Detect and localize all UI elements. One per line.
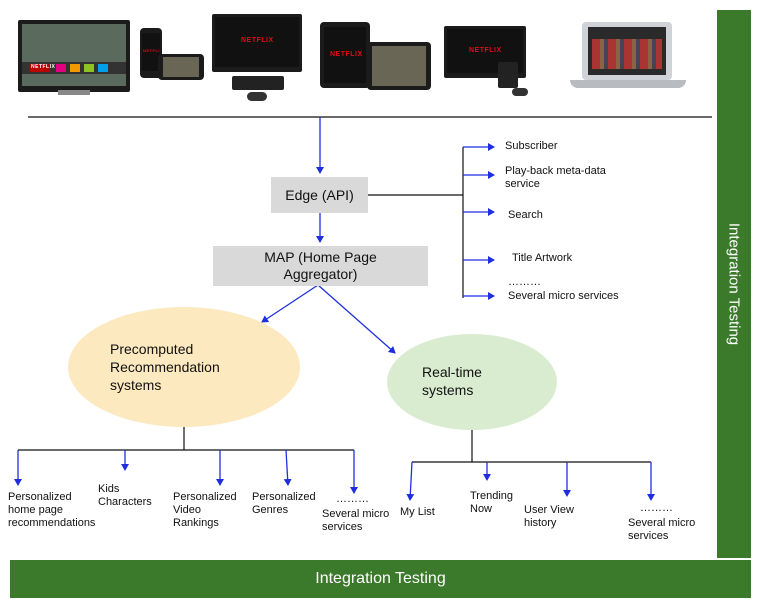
integration-testing-band-bottom: Integration Testing (10, 560, 751, 598)
laptop-base (570, 80, 686, 88)
service-subscriber: Subscriber (505, 140, 558, 152)
brand-label: NETFLIX (469, 47, 502, 54)
tablet-landscape-image (367, 42, 431, 90)
brand-label: NETFLIX (241, 37, 274, 44)
integration-testing-right-label: Integration Testing (725, 222, 743, 346)
tv-console-image: NETFLIX (212, 14, 302, 72)
service-playback-metadata: Play-back meta-data service (505, 165, 606, 190)
child-personalized-home-page: Personalized home page recommendations (8, 491, 96, 529)
arrow-my-list (406, 461, 415, 501)
brand-label: NETFLIX (31, 64, 56, 70)
arrow-genres (283, 449, 292, 486)
service-title-artwork: Title Artwork (512, 252, 573, 264)
laptop-image (582, 22, 672, 80)
child-realtime-ellipsis: ……… (640, 502, 673, 514)
map-aggregator-box: MAP (Home Page Aggregator) (213, 246, 428, 286)
child-personalized-video-rankings: Personalized Video Rankings (173, 491, 237, 529)
integration-testing-band-right: Integration Testing (717, 10, 751, 558)
controller-image (247, 92, 267, 101)
playstation-image (498, 62, 518, 88)
service-ellipsis: ……… (508, 276, 541, 288)
console-image (232, 76, 284, 90)
child-realtime-several-micro-services: Several micro services (628, 517, 696, 542)
brand-label: NETFLIX (330, 51, 363, 58)
playstation-controller-image (512, 88, 528, 96)
child-my-list: My List (400, 506, 435, 518)
tablet-image: NETFLIX (320, 22, 370, 88)
child-several-micro-services: Several micro services (322, 508, 390, 533)
precomputed-ellipse (68, 307, 300, 427)
realtime-label: Real-time systems (422, 364, 482, 398)
service-several-micro: Several micro services (508, 290, 619, 302)
child-trending-now: Trending Now (470, 490, 514, 515)
arrow-to-realtime (317, 284, 396, 354)
phone-image: NETFLIX (140, 28, 162, 78)
phone-landscape-image (158, 54, 204, 80)
child-ellipsis: ……… (336, 493, 369, 505)
child-user-view-history: User View history (524, 504, 574, 529)
arrow-to-precomputed (261, 284, 319, 323)
integration-testing-bottom-label: Integration Testing (315, 570, 446, 587)
precomputed-label: Precomputed Recommendation systems (110, 341, 220, 393)
edge-api-box: Edge (API) (271, 177, 368, 213)
child-personalized-genres: Personalized Genres (252, 491, 316, 516)
service-search: Search (508, 209, 543, 221)
brand-label: NETFLIX (143, 48, 160, 53)
smart-tv-image: NETFLIX (18, 20, 130, 95)
child-kids-characters: Kids Characters (98, 483, 152, 508)
realtime-ellipse (387, 334, 557, 430)
